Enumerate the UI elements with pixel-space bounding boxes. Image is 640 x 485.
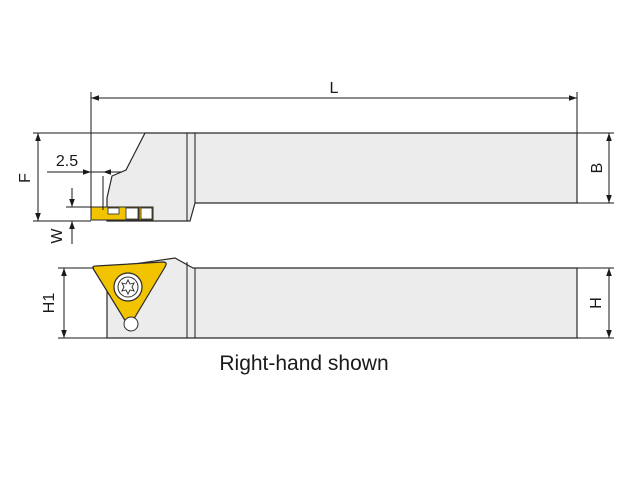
dim-depth: 2.5 (47, 153, 122, 210)
shank-height-label: H1 (41, 293, 58, 314)
depth-label: 2.5 (56, 153, 78, 170)
dim-shank-height: H1 (41, 267, 107, 339)
cut-width-label: W (49, 228, 66, 244)
length-label: L (330, 80, 339, 97)
top-view-body (106, 132, 578, 222)
top-view (90, 132, 578, 222)
caption: Right-hand shown (219, 352, 388, 375)
top-insert (90, 206, 154, 221)
dim-length: L (90, 80, 578, 215)
side-view-body (106, 257, 578, 339)
offset-label: F (17, 173, 34, 183)
dim-offset: F (17, 132, 145, 222)
side-view (92, 257, 578, 339)
width-label: B (589, 163, 606, 174)
dim-height: H (577, 267, 614, 339)
dim-width: B (577, 132, 614, 204)
torx-screw-icon (113, 272, 143, 302)
height-label: H (588, 297, 605, 309)
dim-cut-width: W (49, 188, 91, 244)
